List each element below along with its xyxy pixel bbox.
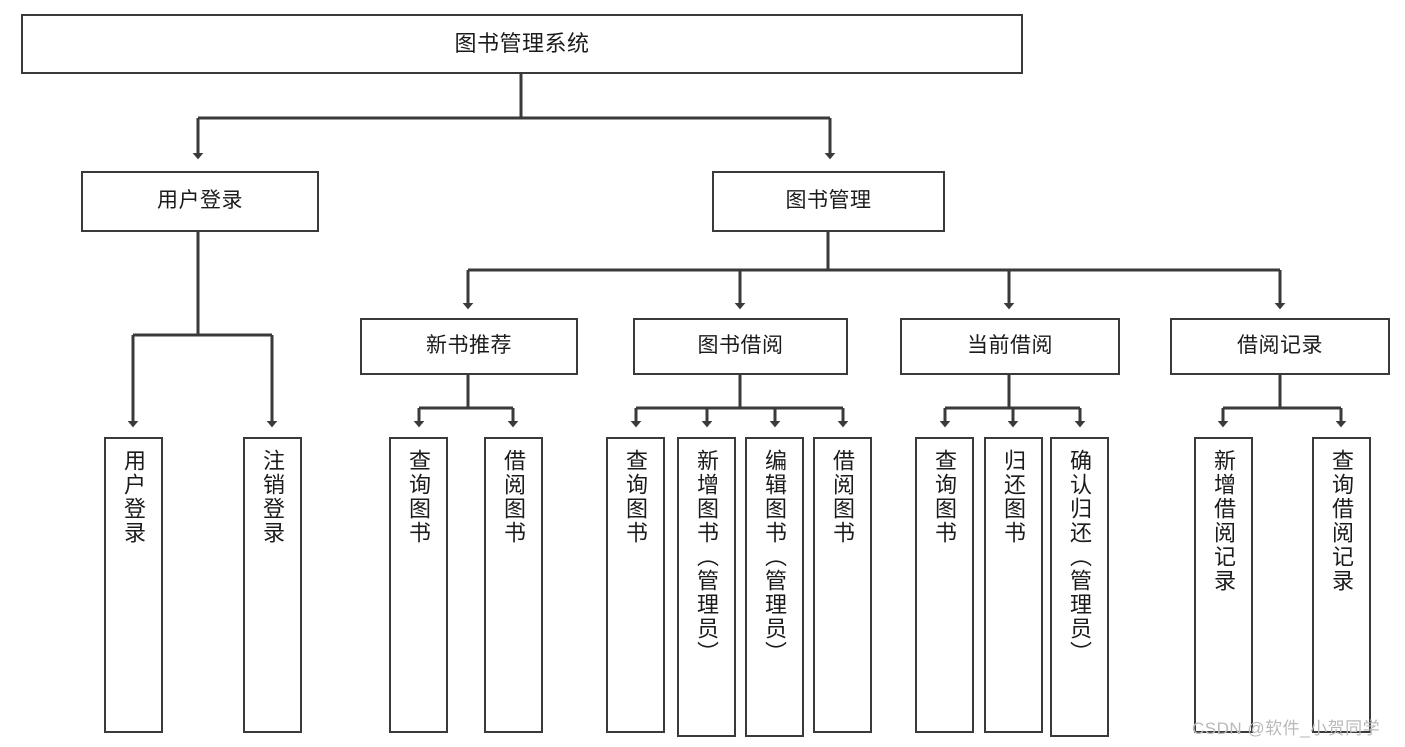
node-label: 查询图书	[932, 449, 958, 545]
leaf-query-book-borrow[interactable]: 查询图书	[606, 437, 665, 733]
node-label: 借阅图书	[830, 449, 856, 545]
watermark-text: CSDN @软件_小贺同学	[1192, 719, 1381, 738]
node-label: 查询借阅记录	[1329, 449, 1355, 593]
leaf-user-login[interactable]: 用户登录	[104, 437, 163, 733]
node-new-book-recommend[interactable]: 新书推荐	[360, 318, 578, 375]
leaf-borrow-book-new-recommend[interactable]: 借阅图书	[484, 437, 543, 733]
node-label: 借阅图书	[501, 449, 527, 545]
leaf-return-book[interactable]: 归还图书	[984, 437, 1043, 733]
leaf-add-borrow-record[interactable]: 新增借阅记录	[1194, 437, 1253, 733]
node-label: 归还图书	[1001, 449, 1027, 545]
node-label: 图书管理系统	[454, 31, 590, 57]
leaf-borrow-book-borrow[interactable]: 借阅图书	[813, 437, 872, 733]
node-label: 图书管理	[785, 189, 872, 213]
leaf-confirm-return-admin[interactable]: 确认归还（管理员）	[1050, 437, 1109, 737]
leaf-logout-login[interactable]: 注销登录	[243, 437, 302, 733]
node-book-borrow[interactable]: 图书借阅	[633, 318, 848, 375]
node-label: 新增借阅记录	[1211, 449, 1237, 593]
node-label: 查询图书	[623, 449, 649, 545]
leaf-query-book-new-recommend[interactable]: 查询图书	[389, 437, 448, 733]
node-label: 借阅记录	[1237, 334, 1323, 358]
leaf-add-book-admin[interactable]: 新增图书（管理员）	[677, 437, 736, 737]
node-label: 当前借阅	[967, 334, 1053, 358]
node-label: 确认归还（管理员）	[1067, 449, 1093, 665]
node-label: 新书推荐	[426, 334, 512, 358]
node-label: 编辑图书（管理员）	[762, 449, 788, 665]
leaf-edit-book-admin[interactable]: 编辑图书（管理员）	[745, 437, 804, 737]
node-label: 用户登录	[157, 189, 243, 213]
node-label: 用户登录	[121, 449, 147, 545]
node-user-login[interactable]: 用户登录	[81, 171, 319, 232]
node-borrow-record[interactable]: 借阅记录	[1170, 318, 1390, 375]
node-label: 查询图书	[406, 449, 432, 545]
node-current-borrow[interactable]: 当前借阅	[900, 318, 1120, 375]
leaf-query-book-current[interactable]: 查询图书	[915, 437, 974, 733]
node-book-management[interactable]: 图书管理	[712, 171, 945, 232]
node-root-book-management-system[interactable]: 图书管理系统	[21, 14, 1023, 74]
leaf-query-borrow-record[interactable]: 查询借阅记录	[1312, 437, 1371, 733]
node-label: 注销登录	[260, 449, 286, 545]
node-label: 图书借阅	[697, 334, 784, 358]
node-label: 新增图书（管理员）	[694, 449, 720, 665]
